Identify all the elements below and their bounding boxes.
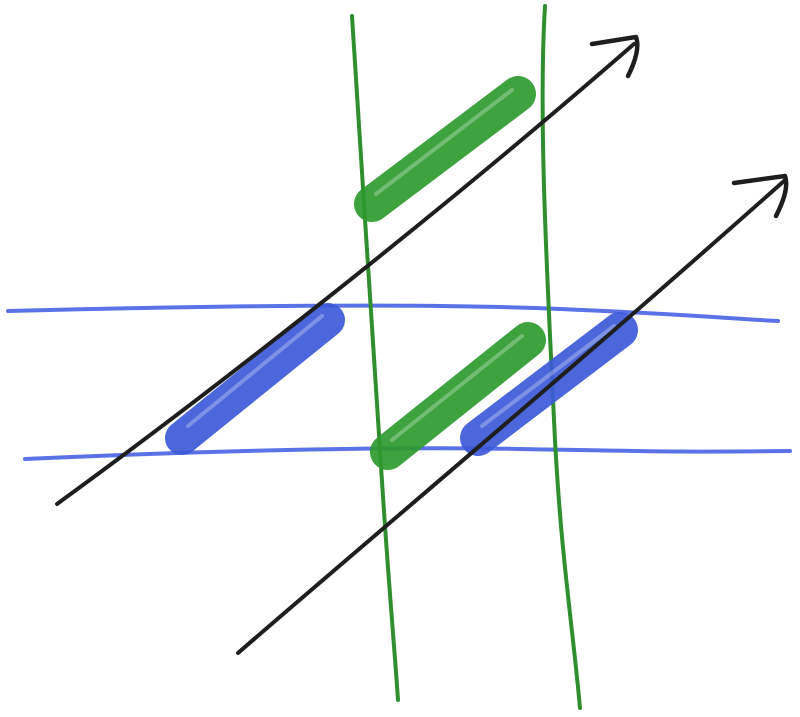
arrow-lower-shaft	[236, 179, 786, 655]
highlight-blue-upper-left-sheen	[186, 314, 324, 428]
highlight-green-center	[370, 322, 546, 470]
highlight-blue-upper-left-stroke	[165, 303, 345, 455]
arrow-upper	[55, 34, 640, 506]
arrow-upper-shaft	[55, 42, 636, 506]
vertical-line-left	[350, 14, 400, 702]
highlight-green-upper-sheen	[374, 88, 514, 196]
vertical-line-right	[540, 4, 582, 710]
arrow-lower-head	[731, 173, 789, 219]
horizontal-line-upper	[6, 303, 780, 323]
highlight-blue-lower-right-sheen	[480, 324, 616, 428]
highlight-green-upper	[354, 76, 536, 222]
highlight-green-center-sheen	[390, 334, 524, 442]
highlight-green-center-stroke	[370, 322, 546, 470]
arrow-upper-head	[589, 34, 640, 79]
highlight-green-upper-stroke	[354, 76, 536, 222]
arrow-lower	[236, 173, 789, 655]
highlight-blue-upper-left	[165, 303, 345, 455]
